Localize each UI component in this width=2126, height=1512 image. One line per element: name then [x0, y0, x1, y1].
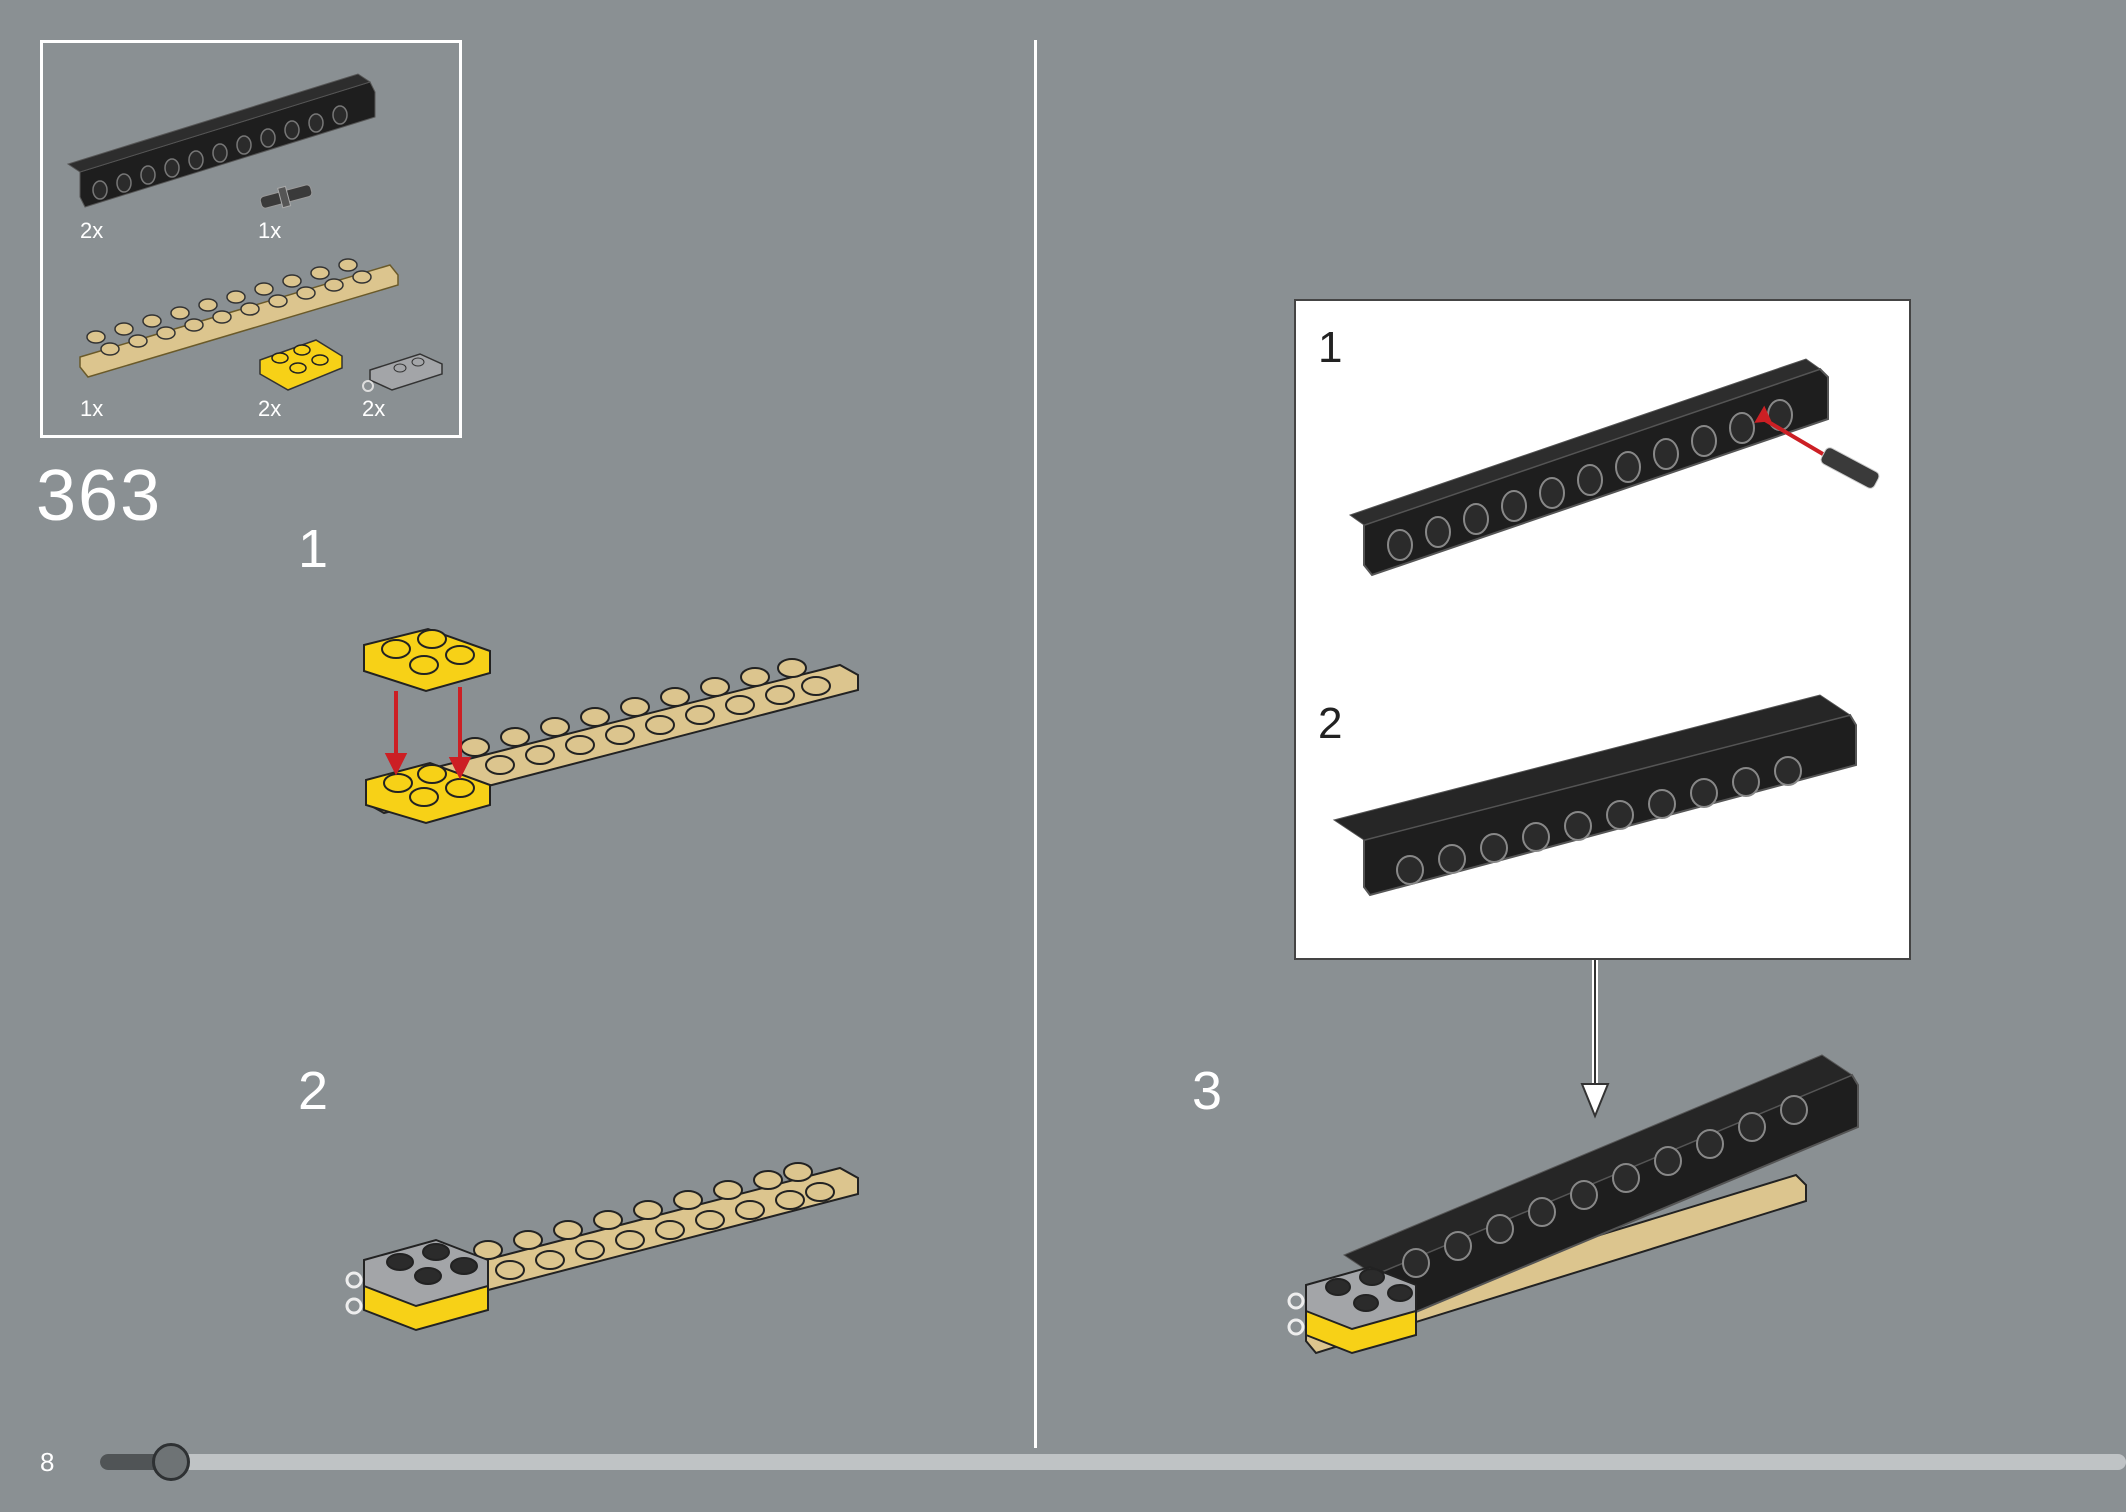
qty-pin: 1x	[258, 218, 282, 243]
part-plate-clip	[362, 353, 443, 392]
page-divider	[1034, 40, 1037, 1448]
qty-technic-brick: 2x	[80, 218, 104, 243]
part-plate-yellow	[259, 339, 343, 391]
part-plate-tan	[79, 258, 399, 378]
substep-label-3: 3	[1192, 1061, 1223, 1121]
callout-step-1-illustration	[1348, 358, 1880, 577]
callout-step-label-2: 2	[1318, 699, 1343, 748]
callout-arrow	[1580, 960, 1610, 1119]
qty-plate-clip: 2x	[362, 396, 386, 421]
callout-step-label-1: 1	[1318, 323, 1343, 372]
substep-label-2: 2	[298, 1061, 329, 1121]
substep-1-illustration	[363, 627, 859, 825]
part-pin	[259, 184, 313, 209]
qty-plate-tan: 1x	[80, 396, 104, 421]
progress-slider-handle[interactable]	[152, 1443, 190, 1481]
page-number: 8	[40, 1447, 55, 1477]
progress-track[interactable]	[100, 1454, 2126, 1470]
substep-3-illustration	[1287, 1054, 1859, 1355]
step-number: 363	[36, 456, 163, 536]
substep-2-illustration	[345, 1162, 859, 1332]
parts-list-box	[40, 40, 462, 438]
callout-step-2-illustration	[1332, 694, 1857, 897]
substep-label-1: 1	[298, 519, 329, 579]
part-technic-brick-1x12	[66, 73, 376, 208]
qty-plate-yellow: 2x	[258, 396, 282, 421]
